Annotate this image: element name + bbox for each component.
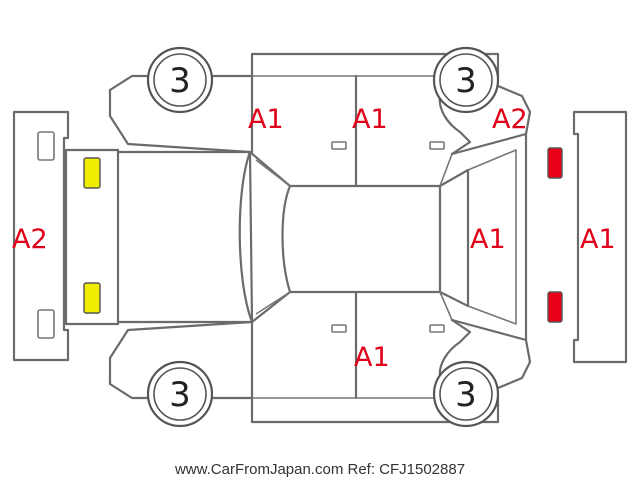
wheel-rear-left-grade: 3 (455, 61, 477, 101)
footer-reference: www.CarFromJapan.com Ref: CFJ1502887 (174, 461, 465, 478)
tail-light-lower (547, 291, 563, 323)
car-body-top (64, 132, 528, 342)
damage-mark-rear-window: A1 (470, 224, 506, 255)
rear-bumper (572, 110, 628, 364)
front-light-lower (83, 282, 101, 314)
tail-light-upper (547, 147, 563, 179)
wheel-front-right-grade: 3 (169, 375, 191, 415)
wheel-rear-right: 3 (432, 360, 500, 428)
damage-mark-rear-bumper: A1 (580, 224, 616, 255)
wheel-front-right: 3 (146, 360, 214, 428)
damage-mark-right-rear-door: A1 (354, 342, 390, 373)
damage-mark-rear-quarter: A2 (492, 104, 528, 135)
wheel-rear-left: 3 (432, 46, 500, 114)
wheel-rear-right-grade: 3 (455, 375, 477, 415)
wheel-front-left-grade: 3 (169, 61, 191, 101)
damage-mark-front-bumper: A2 (12, 224, 48, 255)
wheel-front-left: 3 (146, 46, 214, 114)
damage-mark-left-front-door: A1 (248, 104, 284, 135)
front-bumper (12, 110, 70, 362)
front-light-upper (83, 157, 101, 189)
right-side-body (108, 290, 532, 424)
damage-mark-left-rear-door: A1 (352, 104, 388, 135)
